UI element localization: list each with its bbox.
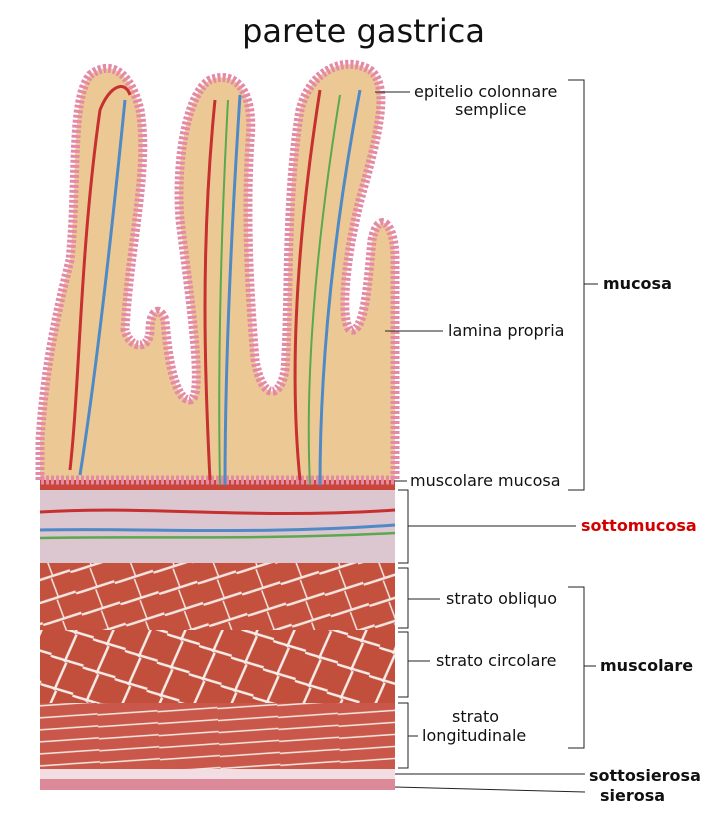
- strato-longitudinale-layer: [40, 703, 395, 769]
- mucosa-villi: [35, 59, 400, 486]
- group-label-sottosierosa: sottosierosa: [589, 766, 701, 785]
- strato-circolare-layer: [40, 630, 395, 703]
- strato-obliquo-layer: [40, 562, 395, 630]
- label-epitelio-line1: epitelio colonnare: [414, 82, 558, 101]
- group-label-muscolare: muscolare: [600, 656, 694, 675]
- diagram-title: parete gastrica: [242, 12, 485, 50]
- label-strato-circolare: strato circolare: [436, 651, 557, 670]
- label-strato-longitudinale-line1: strato: [452, 707, 500, 726]
- label-muscolare-mucosa: muscolare mucosa: [410, 471, 561, 490]
- sottomucosa-layer: [39, 488, 396, 563]
- label-epitelio-line2: semplice: [455, 100, 527, 119]
- label-strato-longitudinale-line2: longitudinale: [422, 726, 527, 745]
- group-label-sierosa: sierosa: [600, 786, 666, 805]
- label-strato-obliquo: strato obliquo: [446, 589, 558, 608]
- group-label-sottomucosa: sottomucosa: [581, 516, 697, 535]
- group-label-mucosa: mucosa: [603, 274, 672, 293]
- sottosierosa-layer: [40, 768, 395, 779]
- sierosa-layer: [40, 778, 395, 790]
- label-lamina-propria: lamina propria: [448, 321, 565, 340]
- leader-lines: [375, 79, 598, 793]
